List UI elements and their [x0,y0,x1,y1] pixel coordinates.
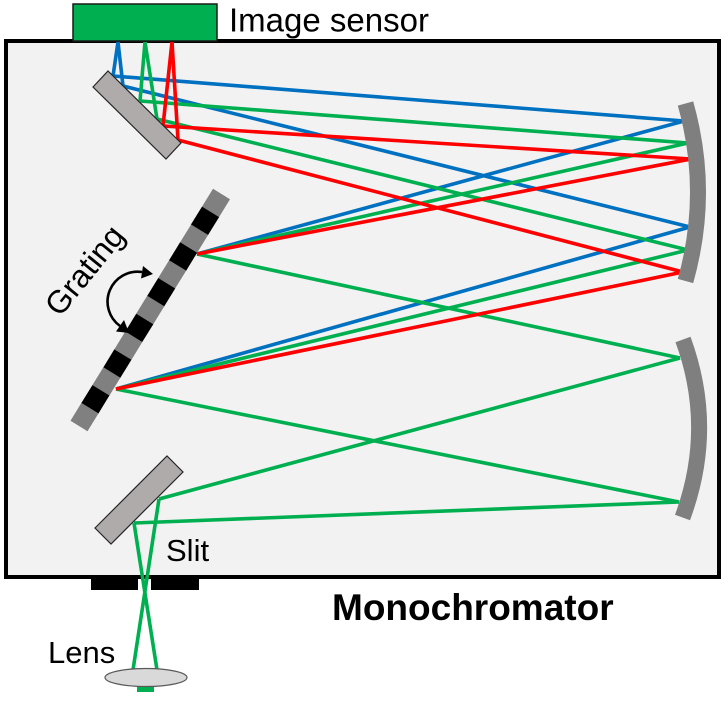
rotation-arrow-icon [106,266,153,333]
green-ray [196,141,689,256]
red-ray [162,124,692,161]
image-sensor [72,3,218,42]
green-ray [158,356,681,501]
green-ray [131,498,161,671]
slit-blade [151,579,199,590]
green-ray [143,41,159,120]
blue-ray [116,41,125,87]
green-ray [115,387,680,504]
concave-mirror-collimating [674,336,708,521]
lens [104,667,188,688]
grating-segment [70,402,99,432]
grating-segment [147,278,176,307]
light-rays [111,41,692,692]
green-beam-input [137,684,154,692]
grating-segment [125,313,154,343]
grating-segment [190,206,220,236]
fold-mirror-top [92,70,182,160]
red-ray [177,138,684,274]
blue-ray [115,225,691,391]
slit [91,579,199,590]
grating-segment [168,242,198,271]
blue-ray [112,74,685,123]
arrowhead-bottom [116,320,129,333]
fold-mirror-bottom [94,455,184,545]
red-ray [161,41,174,127]
green-ray [133,500,680,525]
red-ray [170,41,180,141]
grating-segment [201,188,230,218]
green-ray [115,248,689,391]
green-ray [139,99,689,145]
grating-segment [92,367,121,396]
monochromator-housing [4,39,721,579]
lens-label: Lens [48,635,115,670]
concave-mirror-focusing [677,101,706,284]
monochromator-label: Monochromator [332,587,614,628]
green-ray [138,41,147,102]
grating-segment [114,331,143,361]
grating-segment [103,349,132,378]
green-ray [196,252,681,360]
diffraction-grating [70,188,230,432]
grating-segment [158,260,187,289]
blue-ray [122,84,691,229]
grating-segment [136,295,165,325]
green-ray [156,117,689,252]
slit-blade [91,579,138,590]
green-ray [132,522,159,671]
slit-label: Slit [166,533,209,568]
grating-segment [179,224,209,254]
arrowhead-top [141,266,153,279]
red-ray [196,157,692,256]
red-ray [115,270,684,391]
grating-segment [81,385,110,414]
image-sensor-label: Image sensor [229,2,429,39]
rotation-arc [106,270,143,328]
